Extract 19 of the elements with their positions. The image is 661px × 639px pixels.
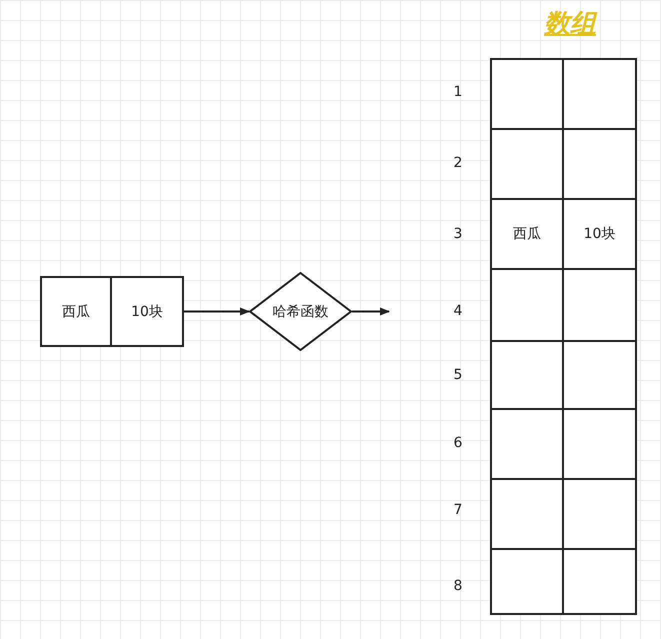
row-number: 8	[452, 577, 464, 596]
arrow	[184, 308, 250, 316]
row-number: 3	[452, 225, 464, 244]
node-text: 10块	[131, 302, 163, 320]
row-number: 1	[452, 83, 464, 102]
node-text: 西瓜	[62, 302, 90, 320]
key-value-cell	[40, 276, 112, 347]
row-number: 2	[452, 154, 464, 173]
table-cell-text: 10块	[582, 225, 616, 244]
row-number: 4	[452, 302, 464, 321]
row-number: 6	[452, 434, 464, 453]
row-number: 7	[452, 501, 464, 520]
decision-diamond	[249, 272, 352, 351]
key-value-cell	[110, 276, 184, 347]
node-text: 哈希函数	[272, 302, 328, 320]
arrow	[352, 308, 390, 316]
row-number: 5	[452, 366, 464, 385]
table-cell-text: 西瓜	[512, 225, 542, 244]
diagram-title: 数组	[543, 8, 598, 41]
